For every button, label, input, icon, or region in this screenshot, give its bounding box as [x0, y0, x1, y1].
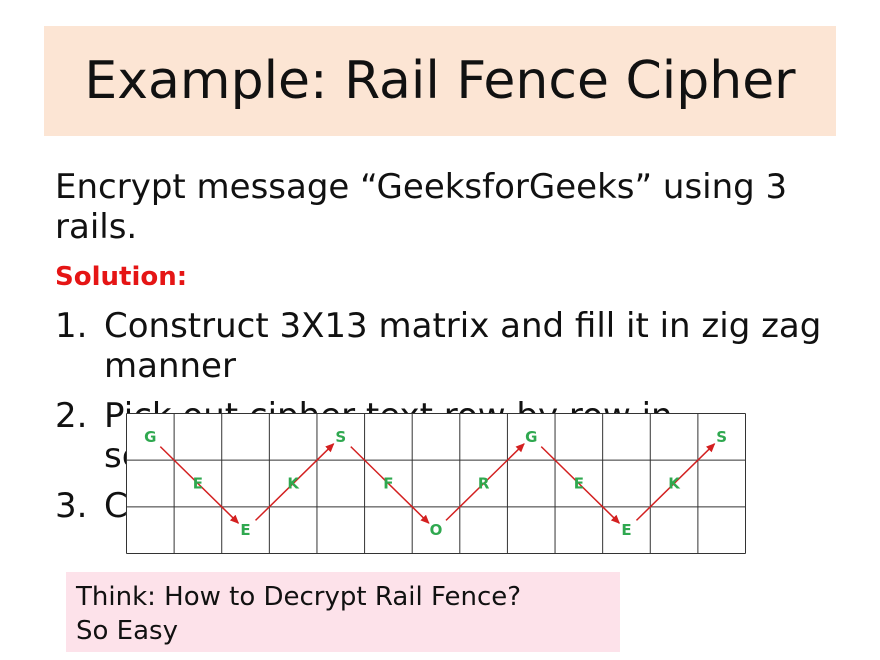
matrix-letter: R [478, 475, 490, 493]
zigzag-arrow [445, 443, 525, 521]
rail-fence-matrix: G E E K S F O R G E E K S [126, 413, 746, 554]
step-number: 1. [55, 306, 88, 346]
matrix-letter: E [621, 521, 631, 539]
matrix-letter: K [668, 475, 681, 493]
step-number: 2. [55, 396, 88, 436]
step-number: 3. [55, 486, 88, 526]
intro-text: Encrypt message “GeeksforGeeks” using 3 … [55, 167, 788, 247]
zigzag-arrow [635, 443, 716, 521]
zigzag-arrow [350, 446, 430, 524]
think-question: Think: How to Decrypt Rail Fence? [76, 582, 522, 612]
matrix-letter: S [335, 428, 346, 446]
step-text: C [104, 486, 128, 526]
slide-title: Example: Rail Fence Cipher [84, 51, 796, 111]
matrix-letter: O [430, 521, 443, 539]
matrix-letter: K [287, 475, 300, 493]
zigzag-arrow [159, 446, 240, 524]
zigzag-arrow [255, 443, 335, 521]
think-answer: So Easy [76, 616, 178, 646]
matrix-letter: E [574, 475, 584, 493]
step-text: Construct 3X13 matrix and fill it in zig… [104, 306, 822, 386]
matrix-letter: E [193, 475, 203, 493]
matrix-letter: G [144, 428, 156, 446]
title-banner: Example: Rail Fence Cipher [44, 26, 836, 136]
matrix-letter: E [240, 521, 250, 539]
matrix-letter: S [716, 428, 727, 446]
matrix-letter: F [383, 475, 393, 493]
matrix-letter: G [525, 428, 537, 446]
solution-label: Solution: [55, 262, 188, 292]
rail-fence-matrix-svg: G E E K S F O R G E E K S [126, 413, 746, 554]
zigzag-arrow [540, 446, 621, 524]
think-callout: Think: How to Decrypt Rail Fence? So Eas… [66, 572, 620, 652]
